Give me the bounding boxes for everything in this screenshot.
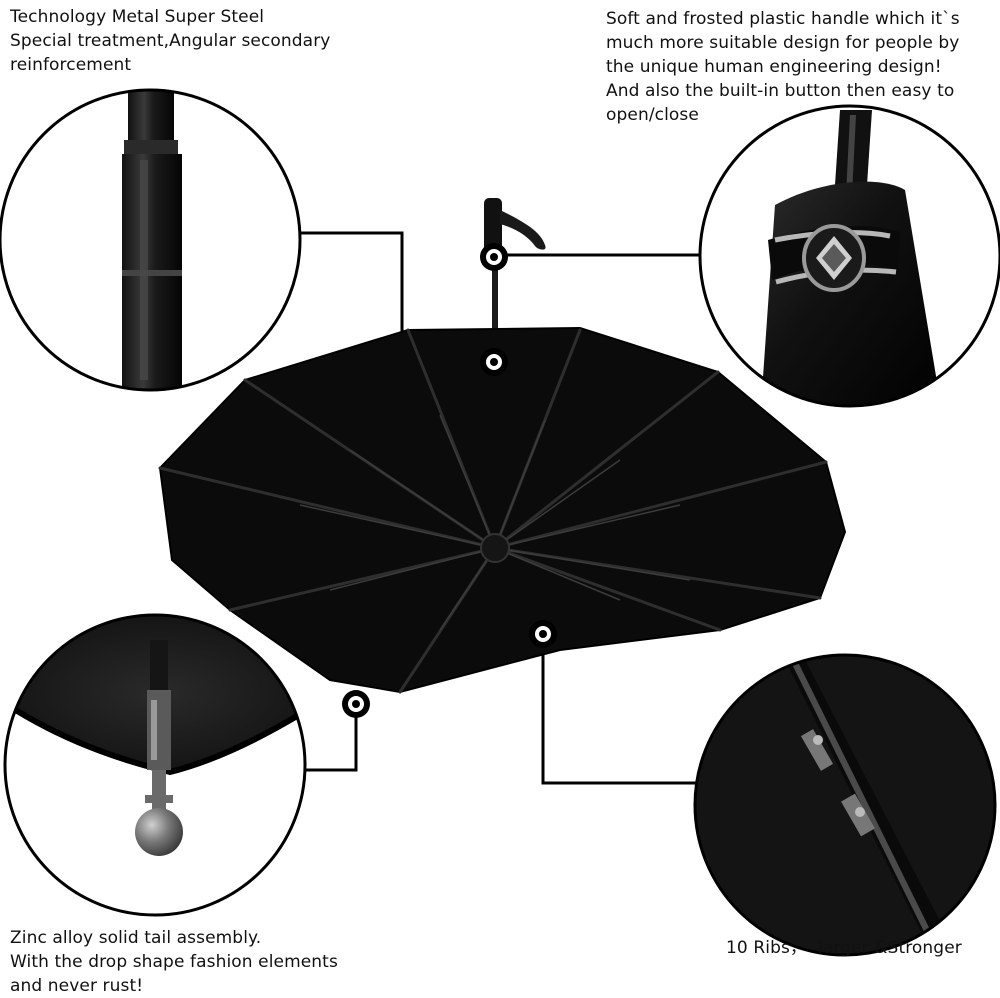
steel-shaft-closeup — [0, 88, 302, 392]
handle-button-closeup — [698, 104, 1000, 408]
callout-markers — [342, 243, 557, 718]
callout-marker — [529, 620, 557, 648]
rib-joint-closeup — [693, 653, 997, 957]
umbrella-main — [158, 198, 847, 694]
tail-knob-closeup — [3, 613, 307, 917]
callout-marker — [480, 348, 508, 376]
tail-caption: Zinc alloy solid tail assembly. With the… — [10, 928, 338, 996]
ribs-caption: 10 Ribs， larger &Stronger — [726, 938, 962, 958]
callout-marker — [342, 690, 370, 718]
callout-marker — [480, 243, 508, 271]
steel-shaft-caption: Technology Metal Super Steel Special tre… — [10, 7, 331, 75]
handle-caption: Soft and frosted plastic handle which it… — [606, 9, 960, 125]
